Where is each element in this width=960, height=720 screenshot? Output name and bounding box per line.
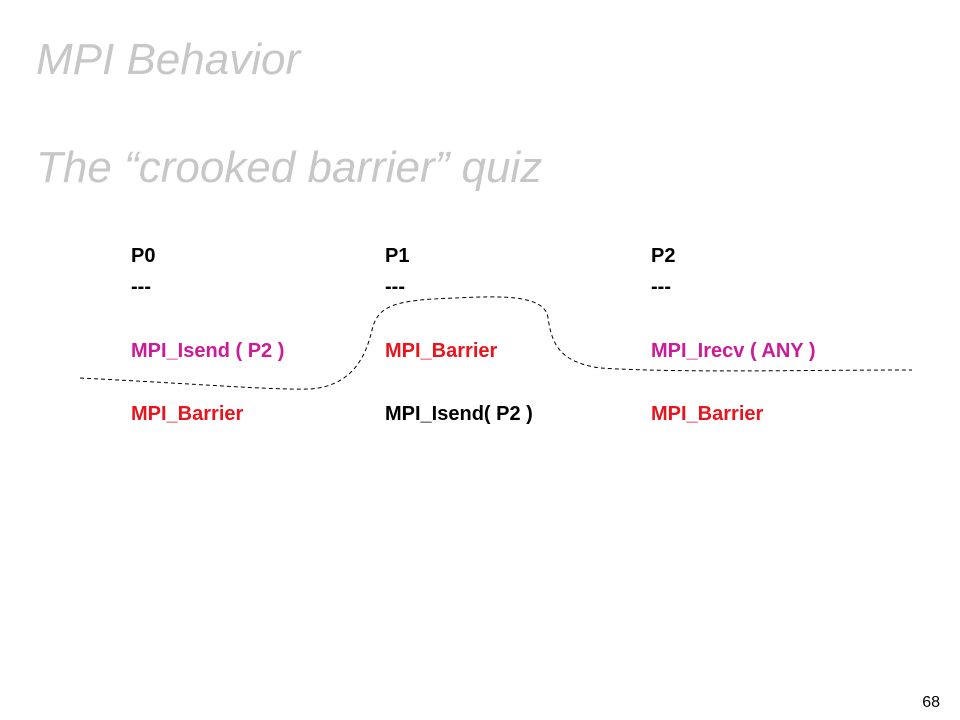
slide-subtitle: The “crooked barrier” quiz <box>36 143 543 192</box>
process-operation-1: MPI_Isend ( P2 ) <box>131 340 285 362</box>
process-separator: --- <box>651 276 671 298</box>
process-name: P2 <box>651 245 676 267</box>
process-name: P1 <box>385 245 410 267</box>
process-operation-2: MPI_Barrier <box>651 403 764 425</box>
slide-title: MPI Behavior <box>36 35 301 84</box>
process-operation-2: MPI_Isend( P2 ) <box>385 403 533 425</box>
process-operation-1: MPI_Barrier <box>385 340 498 362</box>
process-operation-2: MPI_Barrier <box>131 403 244 425</box>
process-operation-1: MPI_Irecv ( ANY ) <box>651 340 816 362</box>
barrier-dashed-curve <box>79 296 913 390</box>
page-number: 68 <box>922 694 940 711</box>
process-separator: --- <box>131 276 151 298</box>
process-name: P0 <box>131 245 156 267</box>
process-separator: --- <box>385 276 405 298</box>
